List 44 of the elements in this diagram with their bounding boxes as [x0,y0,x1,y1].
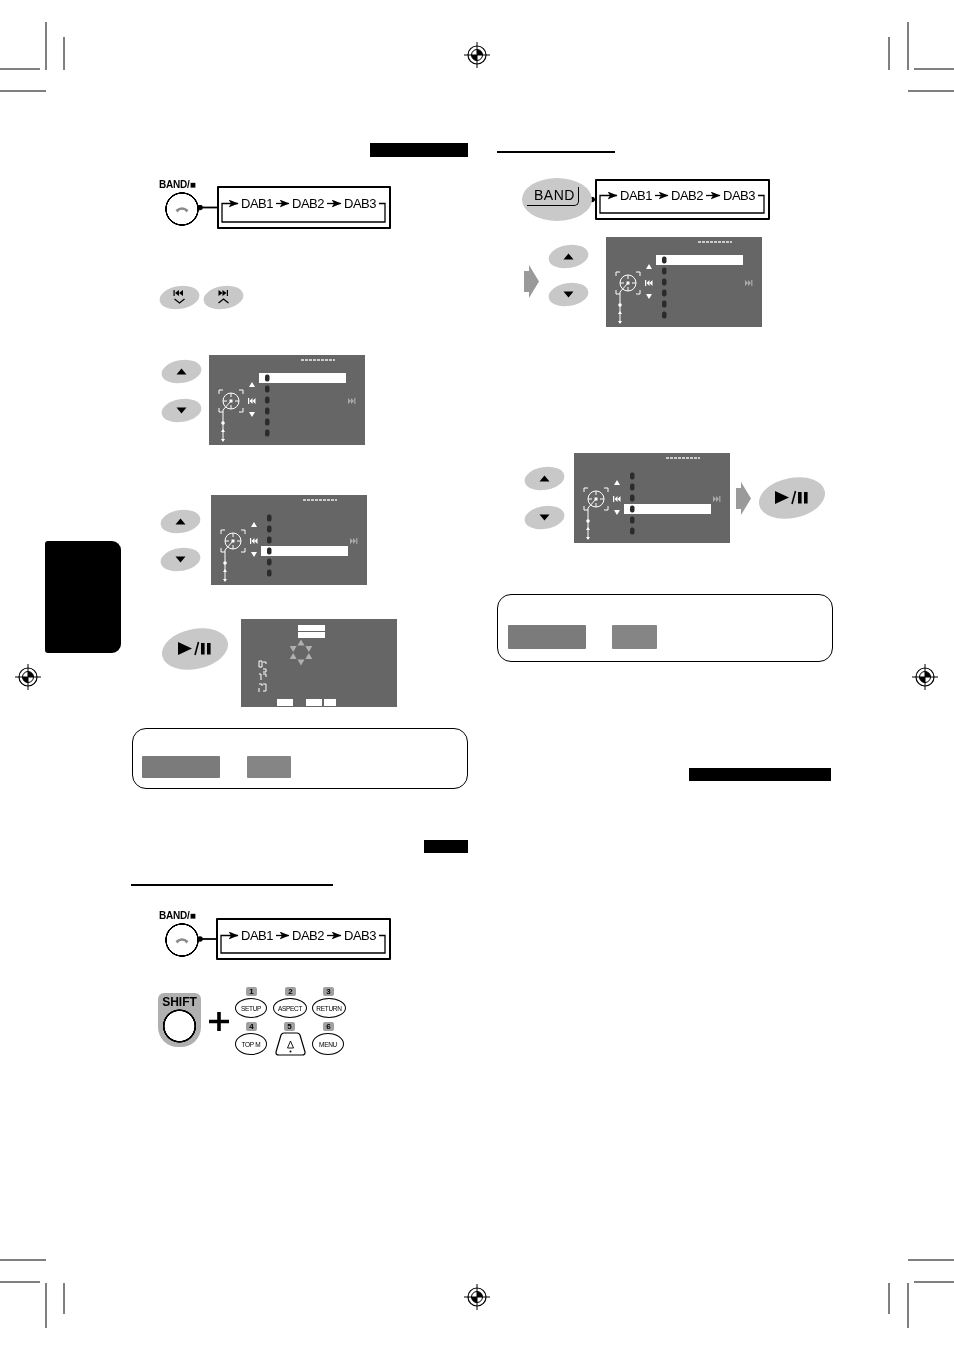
key-number-badge: 6 [323,1022,334,1031]
key-label: BAND [527,187,579,206]
band-preset-label: DAB2 [671,188,703,203]
shift-key: SHIFT [158,993,201,1047]
band-preset-label: DAB2 [292,928,324,943]
arrow [275,199,290,208]
key-number-badge: 3 [323,987,334,996]
key-number-badge: 5 [284,1022,295,1031]
arrow [275,931,290,940]
band-preset-label: DAB3 [344,928,376,943]
cycle-frame [217,186,391,229]
cycle-frame [595,179,770,220]
heading-bar [689,768,831,781]
key-label: BAND/■ [159,910,196,922]
filled-block [142,756,220,778]
band-key [522,178,592,221]
key-number-badge: 1 [246,987,257,996]
arrow [220,931,386,954]
arrow [221,199,386,223]
arrow [654,191,669,200]
heading-bar [424,840,468,853]
band-preset-label: DAB1 [241,928,273,943]
connector-line [197,936,217,942]
band-preset-label: DAB1 [620,188,652,203]
note-box [497,594,833,662]
cycle-frame [216,918,391,960]
filled-block [508,625,586,649]
filled-block [247,756,291,778]
connector-line [197,204,218,211]
arrow [326,199,342,208]
arrow [705,191,721,200]
key-number-badge: 2 [285,987,296,996]
heading-bar [370,143,468,157]
key-label: BAND/■ [159,179,196,191]
band-preset-label: DAB1 [241,196,273,211]
section-tab [45,541,121,653]
band-preset-label: DAB3 [723,188,755,203]
arrow [326,931,342,940]
key-number-badge: 4 [246,1022,257,1031]
band-preset-label: DAB2 [292,196,324,211]
note-box [132,728,468,789]
filled-block [612,625,657,649]
arrow [599,191,765,214]
band-preset-label: DAB3 [344,196,376,211]
